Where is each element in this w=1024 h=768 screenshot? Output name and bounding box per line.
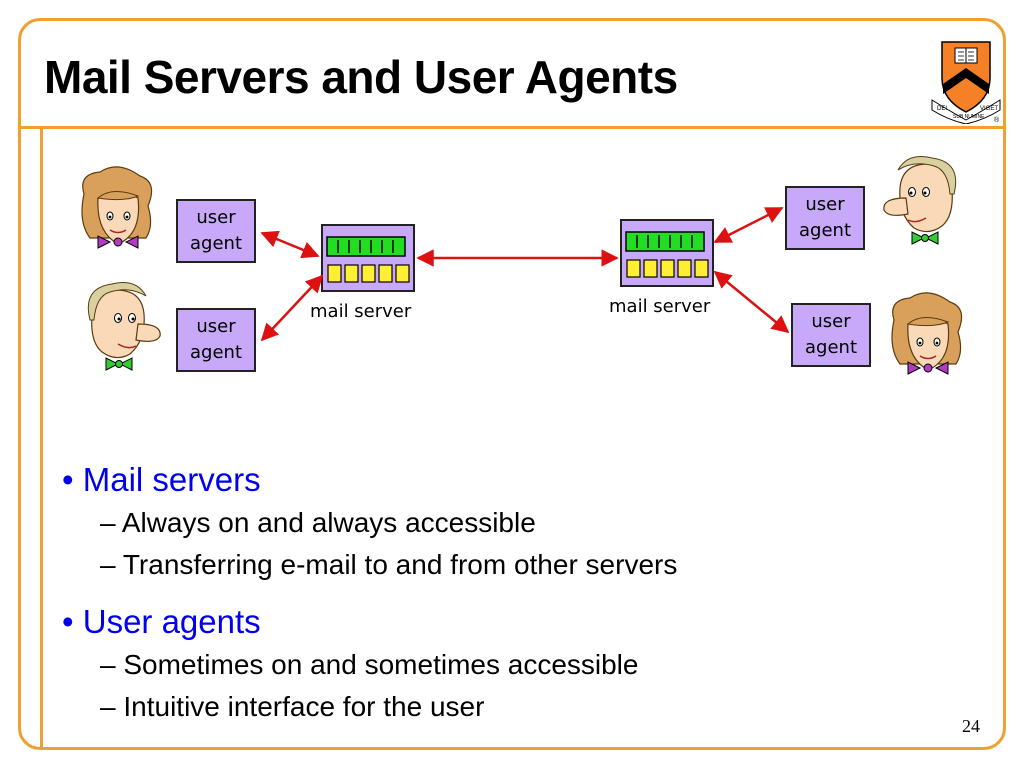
slide-frame — [18, 18, 1006, 750]
slide-title: Mail Servers and User Agents — [44, 51, 678, 103]
bullet-user-agents: • User agents — [62, 603, 261, 640]
sub-bullet-text: Transferring e-mail to and from other se… — [122, 549, 678, 580]
sub-bullet-text: Always on and always accessible — [121, 507, 536, 538]
arrow-ua-top-left-to-server — [260, 230, 320, 259]
sub-bullet: – Intuitive interface for the user — [100, 691, 485, 722]
title-underline — [21, 126, 1006, 129]
user-agent-line2: agent — [805, 337, 857, 358]
user-agent-line1: user — [196, 207, 236, 228]
user-agent-line1: user — [196, 316, 236, 337]
mail-server-right-label: mail server — [609, 296, 711, 317]
mail-server-right — [620, 219, 714, 287]
sub-bullet: – Transferring e-mail to and from other … — [100, 549, 678, 580]
user-agent-line2: agent — [799, 220, 851, 241]
mail-architecture-diagram — [81, 155, 963, 375]
bullet-text: Mail servers — [82, 461, 261, 498]
logo-motto-center: SUB NUMINE — [953, 114, 985, 120]
sub-bullet: – Sometimes on and sometimes accessible — [100, 649, 639, 680]
arrow-server-to-ua-top-right — [713, 206, 784, 244]
arrow-server-to-ua-bottom-right — [713, 270, 790, 334]
user-woman-right-icon — [891, 292, 963, 375]
mail-server-left-label: mail server — [310, 301, 412, 322]
logo-motto-right: VIGET — [980, 106, 998, 112]
bullet-mail-servers: • Mail servers — [62, 461, 261, 498]
page-number: 24 — [962, 716, 980, 736]
sub-bullet-text: Intuitive interface for the user — [123, 691, 485, 722]
user-agent-bottom-left: user agent — [176, 308, 256, 372]
bullet-list: • Mail servers – Always on and always ac… — [62, 458, 962, 728]
user-agent-line1: user — [811, 311, 851, 332]
sub-bullet: – Always on and always accessible — [100, 507, 536, 538]
bullet-text: User agents — [82, 603, 261, 640]
sub-bullet-text: Sometimes on and sometimes accessible — [123, 649, 639, 680]
arrow-ua-bottom-left-to-server — [260, 274, 324, 342]
user-agent-line1: user — [805, 194, 845, 215]
user-man-right-icon — [883, 155, 957, 245]
left-accent-line — [40, 126, 43, 750]
user-agent-top-left: user agent — [176, 199, 256, 263]
user-woman-left-icon — [81, 166, 153, 249]
user-agent-bottom-right: user agent — [791, 303, 871, 367]
user-agent-top-right: user agent — [785, 186, 865, 250]
user-agent-line2: agent — [190, 342, 242, 363]
user-agent-line2: agent — [190, 233, 242, 254]
user-man-left-icon — [87, 281, 161, 371]
logo-motto-left: DEI — [937, 106, 947, 112]
princeton-shield-logo: DEI SUB NUMINE VIGET ® — [931, 41, 1001, 124]
mail-server-left — [321, 224, 415, 292]
logo-registered-mark: ® — [994, 116, 1000, 124]
